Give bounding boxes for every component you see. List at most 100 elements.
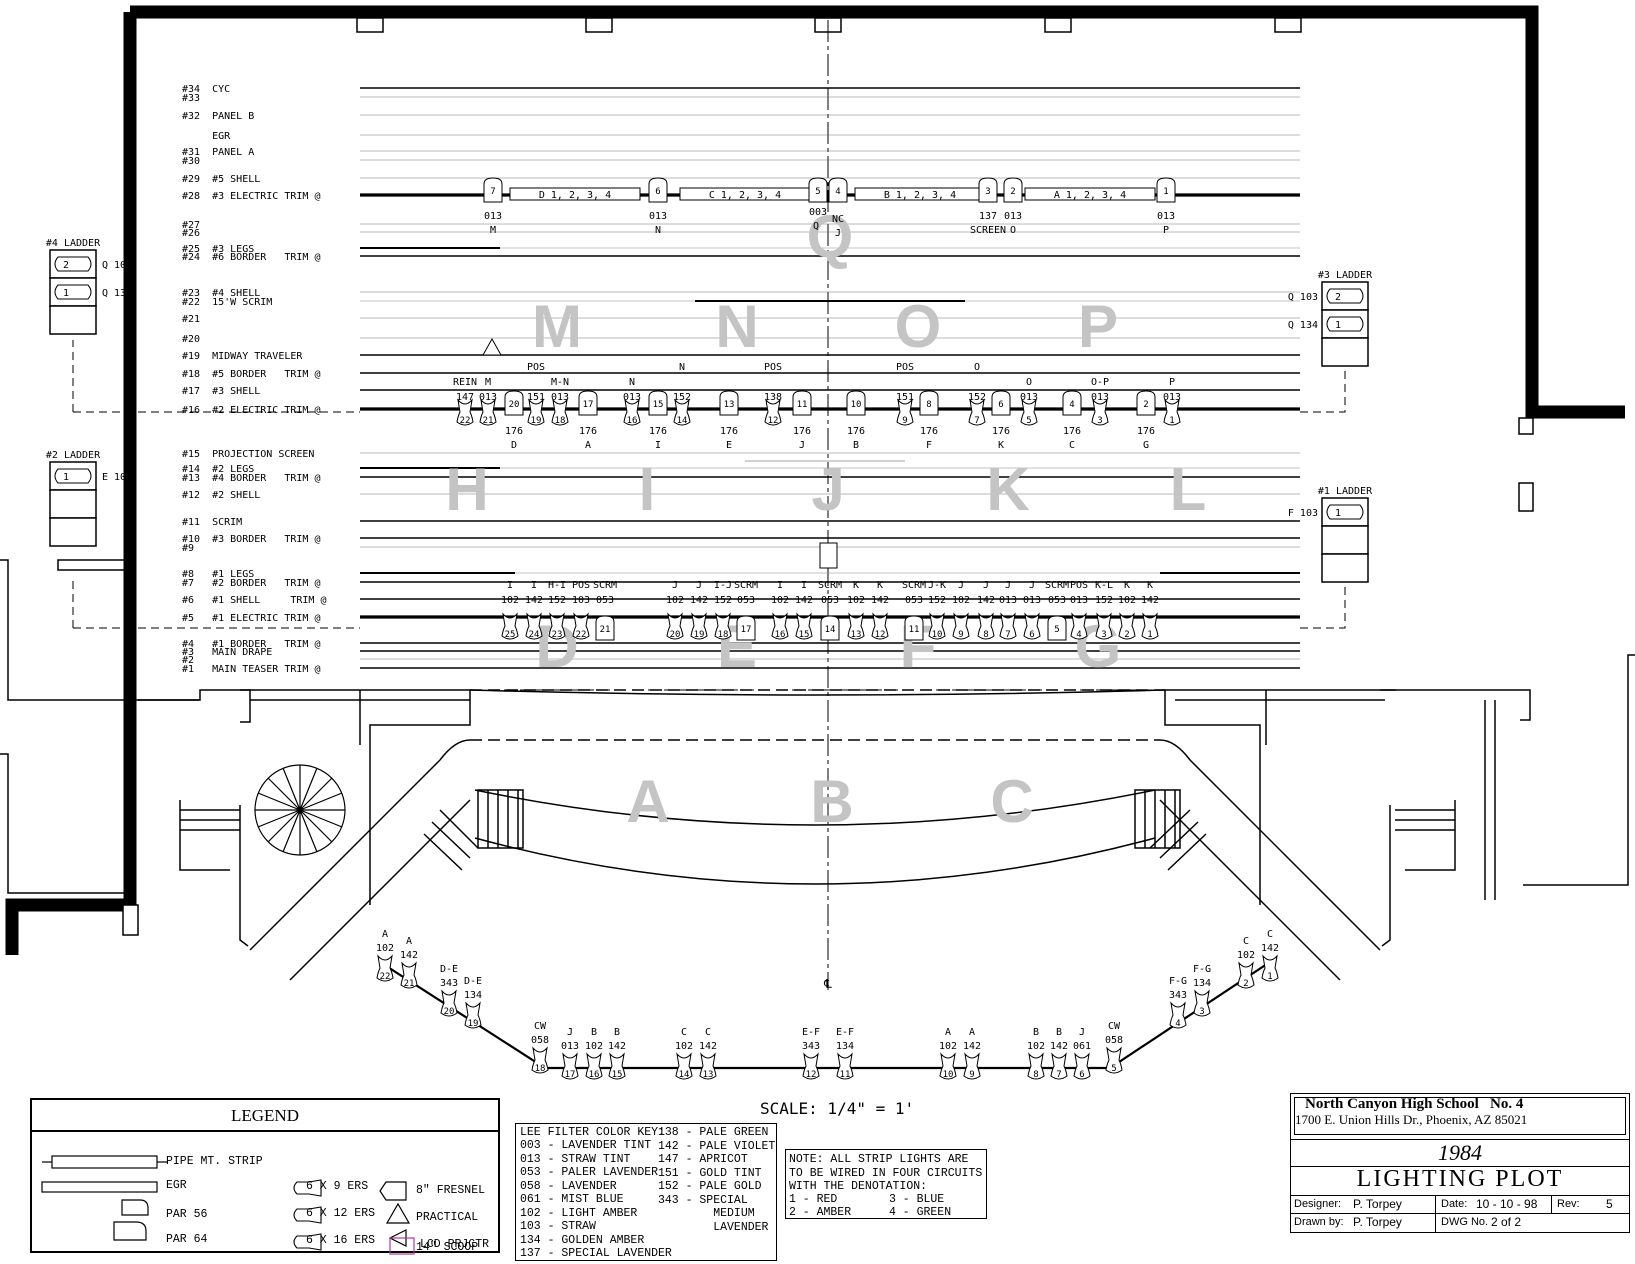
e3-color-3: 137 [979, 211, 997, 222]
unit-number: 8 [1033, 1070, 1038, 1080]
foh-color-3: 134 [1193, 978, 1211, 989]
ladder-gel: Q 103 [102, 260, 132, 271]
filter-key-right-line-5: 152 - PALE GOLD [658, 1180, 762, 1193]
note-line-3: WITH THE DENOTATION: [789, 1180, 928, 1193]
unit-number: 1 [1147, 630, 1152, 640]
pipe-label-26: #10 #3 BORDER TRIM @ [182, 534, 320, 545]
pipe-label-6: #30 [182, 156, 206, 167]
foh-focus-14: C [681, 1027, 687, 1038]
filter-key-right-line-3: 147 - APRICOT [658, 1153, 748, 1166]
strip-light-4 [1024, 187, 1156, 201]
e2-focus-4: C [1069, 440, 1075, 451]
foh-color-1: 142 [1261, 943, 1279, 954]
e1-color-6: 013 [1023, 595, 1041, 606]
foh-color-10: 102 [939, 1041, 957, 1052]
pipe-label-12: #24 #6 BORDER TRIM @ [182, 252, 320, 263]
filter-key-left-line-2: 013 - STRAW TINT [520, 1152, 631, 1166]
e1-unit-7: 7 [999, 612, 1017, 640]
unit-number: 9 [969, 1070, 974, 1080]
e1-unit-4: 4 [1070, 612, 1088, 640]
e1-unit-24: 24 [525, 612, 543, 640]
e2-color-17: 176 [579, 426, 597, 437]
e1-focus-7: J [1005, 580, 1011, 591]
unit-number: 14 [677, 416, 688, 426]
unit-number: 7 [974, 416, 979, 426]
e2-unit-6: 6 [991, 390, 1011, 416]
pipe-label-23: #13 #4 BORDER TRIM @ [182, 473, 320, 484]
e3-focus-2: O [1010, 225, 1016, 236]
e1-focus-19: J [696, 580, 702, 591]
pipe-label-30: #6 #1 SHELL TRIM @ [182, 595, 327, 606]
e2-unit-8: 8 [919, 390, 939, 416]
e2-unit-19: 19 [527, 398, 545, 426]
foh-color-19: 134 [464, 990, 482, 1001]
legend-egr: EGR [166, 1179, 187, 1192]
e1-focus-4: POS [1070, 580, 1088, 591]
designer-label: Designer: [1294, 1198, 1342, 1210]
filter-key-left-line-3: 053 - PALER LAVENDER [520, 1166, 659, 1179]
pipe-label-16: #20 [182, 334, 206, 345]
e1-unit-15: 15 [795, 612, 813, 640]
plot-title: LIGHTING PLOT [1356, 1166, 1564, 1192]
foh-focus-13: C [705, 1027, 711, 1038]
filter-key-title: LEE FILTER COLOR KEY: [520, 1126, 665, 1139]
pipe-label-15: #21 [182, 314, 206, 325]
unit-number: 4 [835, 187, 840, 197]
filter-key-right-line-4: 151 - GOLD TINT [658, 1166, 762, 1180]
foh-color-11: 134 [836, 1041, 854, 1052]
unit-number: 19 [531, 416, 542, 426]
theatre-walls [0, 5, 1635, 981]
circuit-1: 1 - RED [789, 1193, 838, 1206]
e1-focus-22: POS [572, 580, 590, 591]
e1-color-25: 102 [501, 595, 519, 606]
ladder-unit-1 [1326, 504, 1364, 520]
legend-box: LEGEND PIPE MT. STRIP EGR PAR 56 PAR 64 … [30, 1098, 500, 1255]
e2-unit-2: 2 [1136, 390, 1156, 416]
foh-unit-7: 7 [1050, 1052, 1068, 1080]
unit-number: 5 [1054, 625, 1059, 635]
e2-color-13: 176 [720, 426, 738, 437]
ladder-title: #2 LADDER [46, 450, 101, 461]
ladder-unit-number: 1 [1335, 508, 1341, 519]
circuit-2: 2 - AMBER [789, 1206, 852, 1219]
e3-unit-6: 6 [648, 177, 668, 203]
e1-unit-2: 2 [1118, 612, 1136, 640]
e2-focus-3: O-P [1091, 377, 1109, 388]
e3-focus-5: Q [813, 221, 819, 232]
e1-focus-23: H-I [548, 580, 566, 591]
practical-symbol [482, 337, 502, 356]
legend-ers-6x16: 6 X 16 ERS [306, 1234, 376, 1247]
e2-color-4: 176 [1063, 426, 1081, 437]
e2-focus-8: F [926, 440, 932, 451]
filter-key-right-line-8: LAVENDER [658, 1220, 769, 1234]
circuit-3: 3 - BLUE [889, 1193, 945, 1206]
e2-ladder-feeds [72, 340, 1346, 413]
unit-number: 22 [576, 630, 587, 640]
e1-focus-21: SCRM [593, 580, 617, 591]
strip-circuits-4: A 1, 2, 3, 4 [1054, 190, 1126, 201]
e2-focus-21: M [485, 377, 491, 388]
e1-focus-17: SCRM [734, 580, 758, 591]
foh-focus-19: D-E [464, 976, 482, 987]
e1-focus-8: J [983, 580, 989, 591]
foh-unit-9: 9 [963, 1052, 981, 1080]
foh-color-8: 102 [1027, 1041, 1045, 1052]
pipe-label-35: #1 MAIN TEASER TRIM @ [182, 664, 320, 675]
legend-pipe-strip: PIPE MT. STRIP [166, 1155, 263, 1168]
e2-color-2: 176 [1137, 426, 1155, 437]
area-letter-L: L [1170, 456, 1207, 523]
area-letter-N: N [715, 293, 758, 360]
unit-number: 20 [670, 630, 681, 640]
pipe-label-14: #22 15'W SCRIM [182, 297, 272, 308]
e3-color-7: 013 [484, 211, 502, 222]
e2-unit-5: 5 [1020, 398, 1038, 426]
e2-focus-9: POS [896, 362, 914, 373]
e1-unit-18: 18 [714, 612, 732, 640]
e2-color-16: 013 [623, 392, 641, 403]
unit-number: 3 [1097, 416, 1102, 426]
e2-focus-13: E [726, 440, 732, 451]
e2-color-14: 152 [673, 392, 691, 403]
pipe-label-3: #32 PANEL B [182, 111, 254, 122]
foh-color-21: 142 [400, 950, 418, 961]
pipe-label-9: #27 [182, 220, 206, 231]
